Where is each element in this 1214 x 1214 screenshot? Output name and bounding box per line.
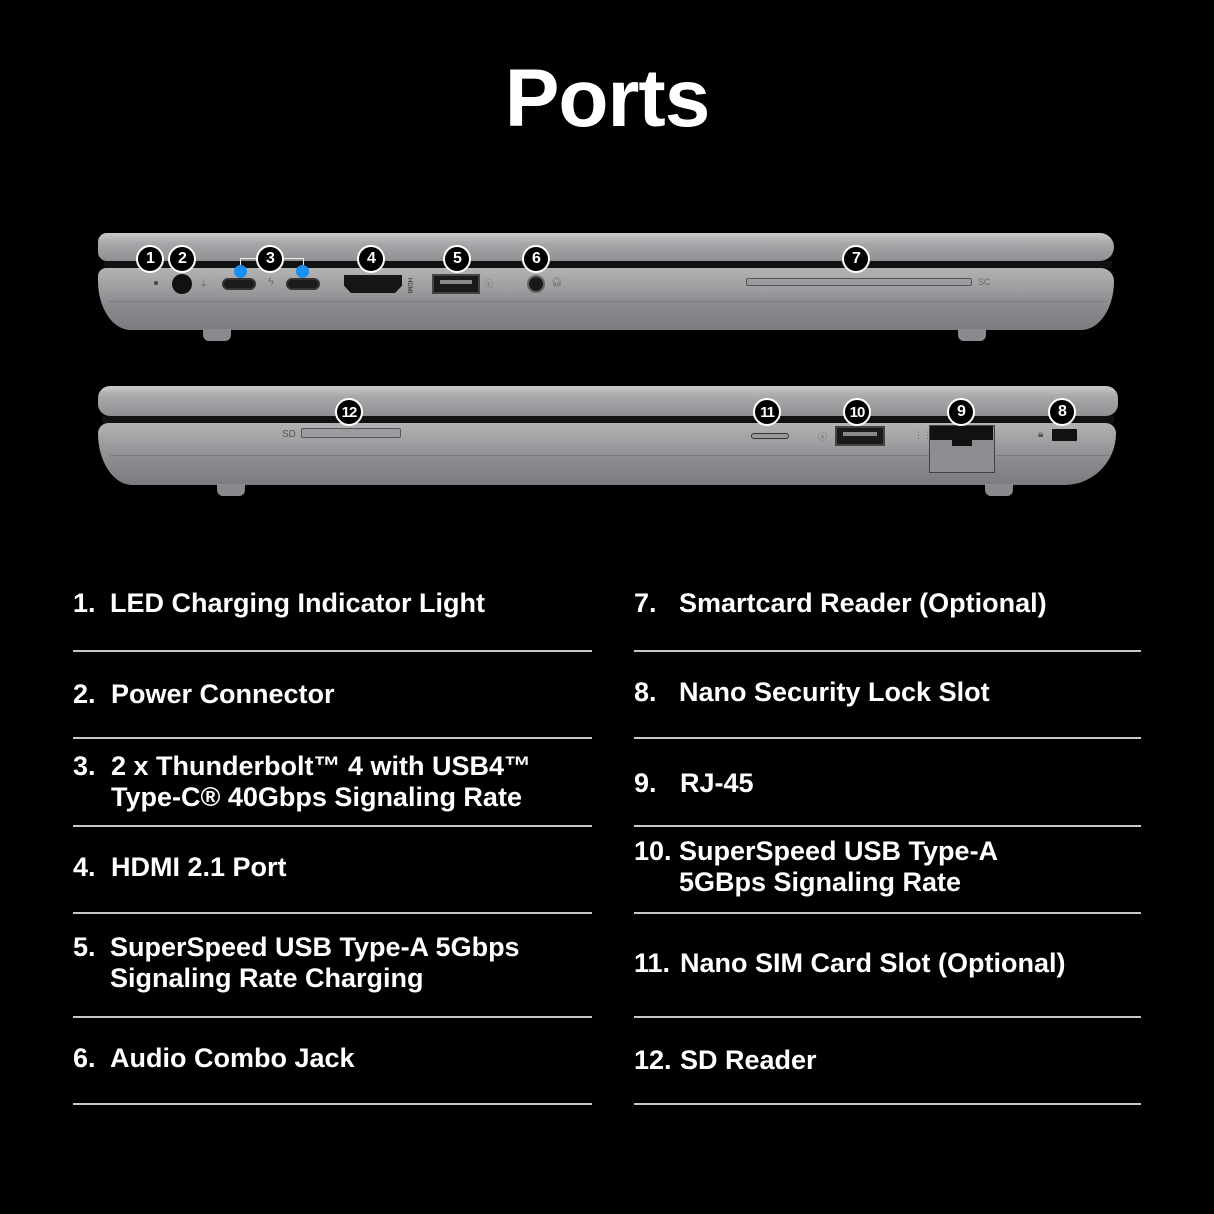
badge-9: 9: [947, 398, 975, 426]
badge-12: 12: [335, 398, 363, 426]
port-number: 11.: [634, 948, 671, 978]
port-number: 10.: [634, 836, 672, 866]
badge-5: 5: [443, 245, 471, 273]
port-number: 8.: [634, 677, 657, 707]
thunderbolt-indicator-dot: [296, 265, 309, 278]
sd-label: SD: [282, 429, 296, 440]
badge-2: 2: [168, 245, 196, 273]
smartcard-label: SC: [978, 277, 991, 287]
laptop-right-side-view: SD ⓢ ⋮⋮ 🔒︎ 12 11 10 9 8: [0, 0, 1214, 500]
lid-seam: [104, 261, 1112, 268]
rubber-foot: [985, 484, 1013, 496]
badge-10: 10: [843, 398, 871, 426]
smartcard-slot: [746, 278, 972, 286]
divider: [634, 1103, 1141, 1105]
superspeed-icon: ⓢ: [818, 432, 828, 442]
port-description: Nano Security Lock Slot: [679, 677, 990, 707]
lid-seam: [102, 416, 1114, 423]
port-description: HDMI 2.1 Port: [111, 852, 287, 882]
page-title: Ports: [504, 53, 711, 144]
rubber-foot: [958, 329, 986, 341]
port-description: RJ-45: [680, 768, 754, 798]
divider: [73, 650, 592, 652]
badge-1: 1: [136, 245, 164, 273]
rj45-tab: [952, 440, 972, 446]
port-number: 1.: [73, 588, 96, 618]
thunderbolt-port-1: [222, 278, 256, 290]
rj45-jack: [930, 426, 993, 440]
port-description: Nano SIM Card Slot (Optional): [680, 948, 1066, 978]
divider: [634, 737, 1141, 739]
divider: [634, 650, 1141, 652]
divider: [73, 825, 592, 827]
divider: [73, 912, 592, 914]
usb-a-port: [835, 426, 885, 446]
superspeed-icon: ⓢ: [484, 279, 494, 289]
port-description: SD Reader: [680, 1045, 817, 1075]
port-description-line2: 5GBps Signaling Rate: [679, 867, 962, 897]
port-description: 2 x Thunderbolt™ 4 with USB4™: [111, 751, 532, 781]
hdmi-label-icon: HDMI: [406, 278, 412, 294]
badge-8: 8: [1048, 398, 1076, 426]
divider: [73, 1016, 592, 1018]
port-description: Power Connector: [111, 679, 335, 709]
power-plug-icon: ⏚: [199, 279, 209, 289]
port-description: SuperSpeed USB Type-A 5Gbps: [110, 932, 520, 962]
port-description-line2: Type-C® 40Gbps Signaling Rate: [111, 782, 522, 812]
power-connector: [172, 274, 192, 294]
thunderbolt-indicator-dot: [234, 265, 247, 278]
port-description: SuperSpeed USB Type-A: [679, 836, 999, 866]
divider: [73, 1103, 592, 1105]
divider: [634, 912, 1141, 914]
port-description-line2: Signaling Rate Charging: [110, 963, 424, 993]
usb-a-port: [432, 274, 480, 294]
port-description: Smartcard Reader (Optional): [679, 588, 1047, 618]
sd-card-slot: [301, 428, 401, 438]
port-number: 4.: [73, 852, 96, 882]
port-number: 7.: [634, 588, 657, 618]
base-edge-line: [108, 301, 1108, 302]
port-description: Audio Combo Jack: [110, 1043, 355, 1073]
divider: [634, 1016, 1141, 1018]
security-lock-slot: [1052, 429, 1077, 441]
divider: [73, 737, 592, 739]
divider: [634, 825, 1141, 827]
nano-sim-slot: [751, 433, 789, 439]
badge-6: 6: [522, 245, 550, 273]
base-edge-line: [110, 455, 1110, 456]
lock-icon: 🔒︎: [1038, 429, 1044, 440]
hdmi-port: [344, 275, 402, 293]
led-indicator: [154, 281, 158, 285]
rj45-port: [929, 425, 995, 473]
port-description: LED Charging Indicator Light: [110, 588, 485, 618]
badge-3: 3: [256, 245, 284, 273]
headset-icon: 🎧︎: [551, 277, 563, 287]
badge-7: 7: [842, 245, 870, 273]
thunderbolt-icon: ϟ: [268, 276, 274, 288]
port-number: 6.: [73, 1043, 96, 1073]
rubber-foot: [217, 484, 245, 496]
port-number: 3.: [73, 751, 96, 781]
network-icon: ⋮⋮: [914, 430, 932, 440]
port-number: 5.: [73, 932, 96, 962]
thunderbolt-port-2: [286, 278, 320, 290]
badge-11: 11: [753, 398, 781, 426]
badge-4: 4: [357, 245, 385, 273]
rubber-foot: [203, 329, 231, 341]
port-number: 9.: [634, 768, 657, 798]
port-number: 2.: [73, 679, 96, 709]
audio-jack: [527, 275, 545, 293]
port-number: 12.: [634, 1045, 672, 1075]
laptop-left-side-view: ⏚ ϟ HDMI ⓢ 🎧︎ SC 1 2 3 4 5 6 7: [0, 0, 1214, 360]
